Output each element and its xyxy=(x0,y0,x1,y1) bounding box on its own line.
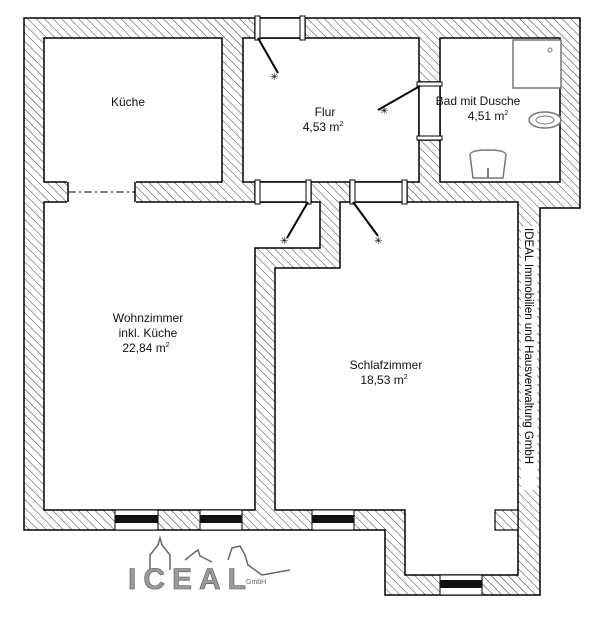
door-swing-icon: ✳ xyxy=(270,72,278,83)
label-kueche: Küche xyxy=(111,95,145,109)
door-flur-wohnzimmer: ✳ xyxy=(254,179,312,247)
label-wohnzimmer-2: inkl. Küche xyxy=(119,326,178,340)
wall-stub xyxy=(494,509,519,531)
label-flur: Flur xyxy=(315,105,336,119)
room-kueche xyxy=(43,37,223,183)
toilet-icon xyxy=(528,111,562,129)
room-schlafzimmer xyxy=(274,201,519,576)
label-wohnzimmer: Wohnzimmer xyxy=(113,311,183,325)
window-flur: ✳ xyxy=(254,15,306,83)
door-swing-icon: ✳ xyxy=(280,236,288,247)
window xyxy=(439,574,483,596)
label-bad: Bad mit Dusche xyxy=(436,94,521,108)
watermark-text: IDEAL Immobilien und Hausverwaltung GmbH xyxy=(522,228,534,464)
door-swing-icon: ✳ xyxy=(374,236,382,247)
svg-text:ICEAL: ICEAL xyxy=(128,563,246,596)
area-schlafzimmer: 18,53 m2 xyxy=(360,373,407,387)
label-schlafzimmer: Schlafzimmer xyxy=(350,358,423,372)
ideal-logo: ICEAL GmbH xyxy=(128,535,291,596)
door-flur-bad: ✳ xyxy=(377,81,443,141)
window xyxy=(199,509,243,531)
door-swing-icon: ✳ xyxy=(380,106,388,117)
area-flur: 4,53 m2 xyxy=(303,120,344,134)
watermark-bg xyxy=(521,226,537,490)
door-flur-schlafzimmer: ✳ xyxy=(349,179,408,247)
shower-icon xyxy=(512,39,562,89)
window xyxy=(114,509,159,531)
window xyxy=(311,509,355,531)
area-wohnzimmer: 22,84 m2 xyxy=(122,341,169,355)
svg-text:GmbH: GmbH xyxy=(246,579,266,586)
area-bad: 4,51 m2 xyxy=(468,109,509,123)
sink-icon xyxy=(469,149,507,179)
